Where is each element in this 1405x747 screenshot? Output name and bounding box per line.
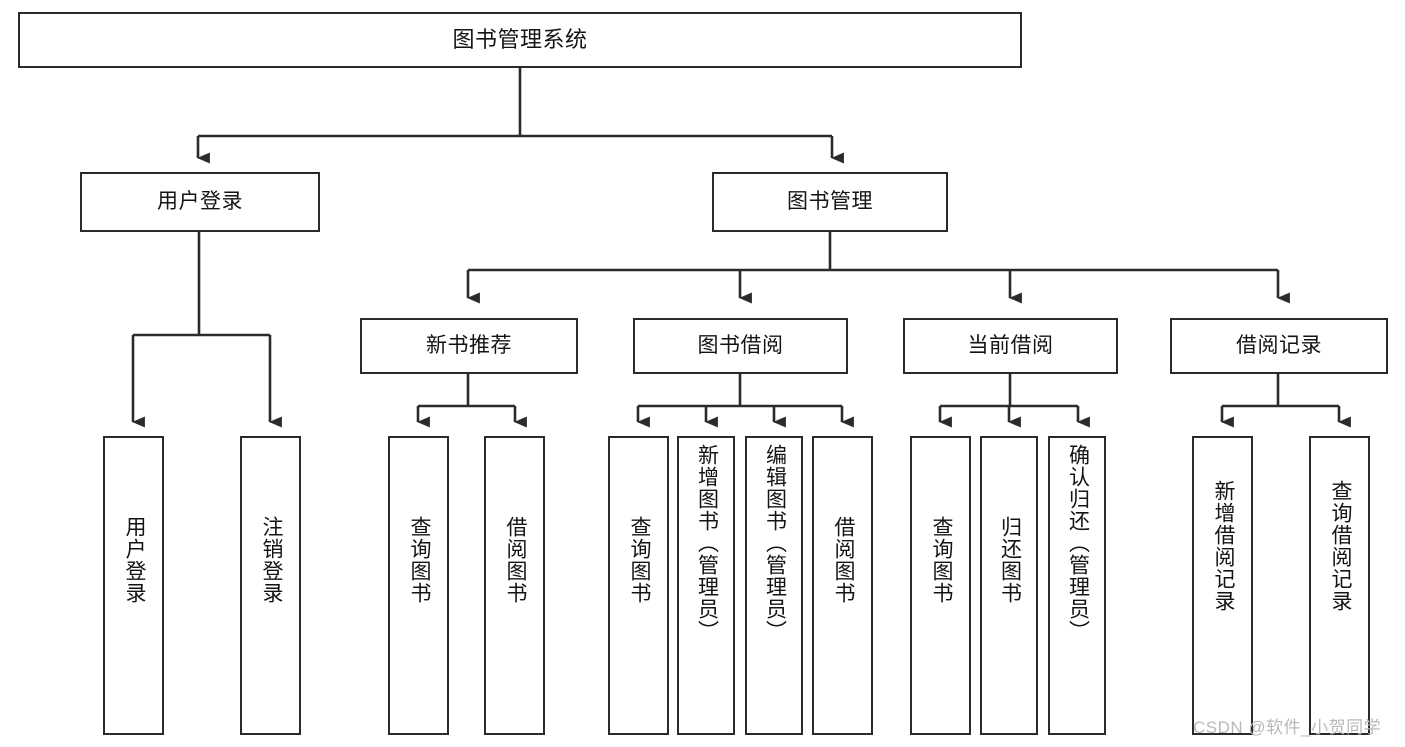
leaf-edit-book-label: 编辑图书（管理员） — [763, 444, 787, 642]
leaf-return-book-label: 归还图书 — [998, 516, 1022, 604]
leaf-add-book[interactable]: 新增图书（管理员） — [677, 436, 735, 735]
leaf-borrow-book-2[interactable]: 借阅图书 — [812, 436, 873, 735]
leaf-query-book-3-label: 查询图书 — [929, 516, 953, 604]
leaf-user-login-label: 用户登录 — [122, 516, 146, 604]
leaf-query-record[interactable]: 查询借阅记录 — [1309, 436, 1370, 735]
node-book-manage[interactable]: 图书管理 — [712, 172, 948, 232]
leaf-query-book-1-label: 查询图书 — [407, 516, 431, 604]
node-borrow-record[interactable]: 借阅记录 — [1170, 318, 1388, 374]
node-user-login[interactable]: 用户登录 — [80, 172, 320, 232]
leaf-add-record[interactable]: 新增借阅记录 — [1192, 436, 1253, 735]
leaf-query-record-label: 查询借阅记录 — [1328, 480, 1352, 612]
watermark: CSDN @软件_小贺同学 — [1193, 718, 1382, 737]
node-book-borrow[interactable]: 图书借阅 — [633, 318, 848, 374]
node-book-manage-label: 图书管理 — [787, 189, 873, 213]
leaf-user-logout[interactable]: 注销登录 — [240, 436, 301, 735]
node-book-borrow-label: 图书借阅 — [697, 333, 784, 357]
leaf-query-book-1[interactable]: 查询图书 — [388, 436, 449, 735]
leaf-add-record-label: 新增借阅记录 — [1211, 480, 1235, 612]
node-current-borrow-label: 当前借阅 — [967, 333, 1054, 357]
node-user-login-label: 用户登录 — [157, 189, 243, 213]
leaf-return-book[interactable]: 归还图书 — [980, 436, 1038, 735]
node-current-borrow[interactable]: 当前借阅 — [903, 318, 1118, 374]
leaf-confirm-return[interactable]: 确认归还（管理员） — [1048, 436, 1106, 735]
leaf-edit-book[interactable]: 编辑图书（管理员） — [745, 436, 803, 735]
leaf-borrow-book-2-label: 借阅图书 — [831, 516, 855, 604]
leaf-query-book-3[interactable]: 查询图书 — [910, 436, 971, 735]
leaf-confirm-return-label: 确认归还（管理员） — [1066, 444, 1090, 642]
leaf-user-logout-label: 注销登录 — [259, 516, 283, 604]
node-borrow-record-label: 借阅记录 — [1236, 333, 1322, 357]
leaf-query-book-2[interactable]: 查询图书 — [608, 436, 669, 735]
node-new-book-recommend-label: 新书推荐 — [426, 333, 512, 357]
node-new-book-recommend[interactable]: 新书推荐 — [360, 318, 578, 374]
leaf-borrow-book-1[interactable]: 借阅图书 — [484, 436, 545, 735]
node-root[interactable]: 图书管理系统 — [18, 12, 1022, 68]
leaf-add-book-label: 新增图书（管理员） — [695, 444, 719, 642]
leaf-borrow-book-1-label: 借阅图书 — [503, 516, 527, 604]
node-root-label: 图书管理系统 — [452, 27, 588, 53]
leaf-query-book-2-label: 查询图书 — [627, 516, 651, 604]
leaf-user-login[interactable]: 用户登录 — [103, 436, 164, 735]
